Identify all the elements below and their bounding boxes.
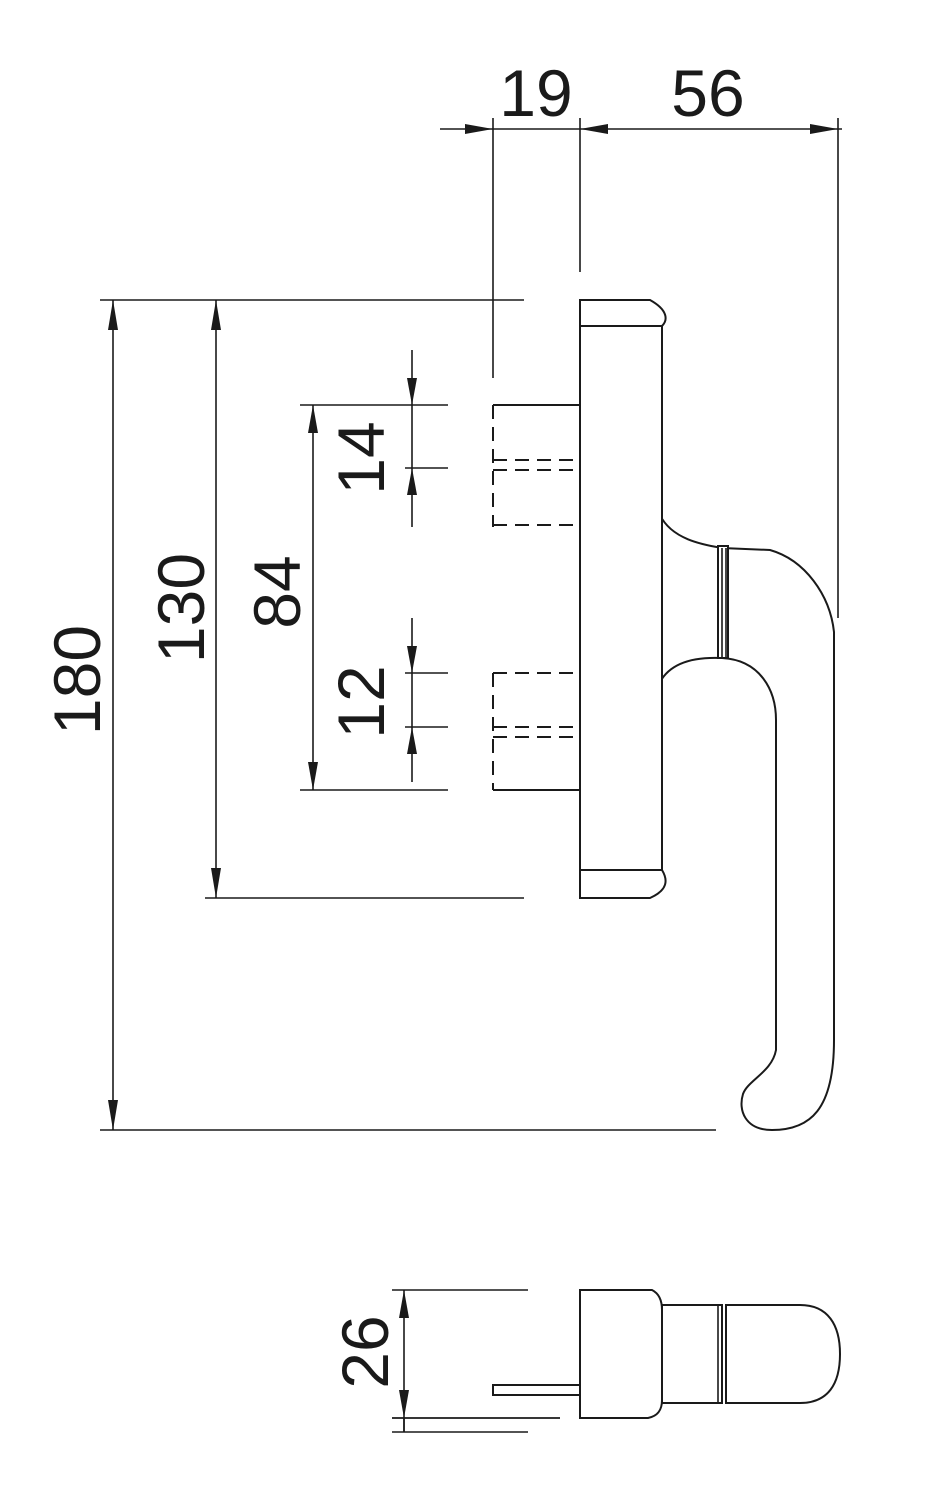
dim-width-base: 19 bbox=[499, 56, 572, 130]
dim-thickness: 26 bbox=[328, 1315, 402, 1388]
dim-projection: 56 bbox=[671, 56, 744, 130]
bottom-grip bbox=[725, 1304, 842, 1404]
bottom-pin bbox=[492, 1384, 581, 1396]
base-plate bbox=[579, 299, 667, 899]
bottom-view: 26 bbox=[328, 1289, 842, 1433]
dimension-14: 14 bbox=[324, 350, 417, 527]
bottom-base bbox=[579, 1289, 663, 1419]
dim-total-height: 180 bbox=[40, 625, 114, 735]
dimension-84: 84 bbox=[240, 405, 318, 790]
dimension-180: 180 bbox=[40, 300, 118, 1130]
front-view: 19 56 180 130 84 bbox=[40, 56, 842, 1132]
dim-lower-pin: 12 bbox=[324, 665, 398, 738]
hidden-pins bbox=[492, 404, 580, 791]
dimension-26: 26 bbox=[328, 1289, 560, 1419]
handle-lever bbox=[659, 514, 835, 1132]
dimension-130: 130 bbox=[144, 300, 221, 898]
handle-neck bbox=[717, 545, 729, 659]
dim-upper-pin: 14 bbox=[324, 421, 398, 494]
bottom-neck bbox=[661, 1304, 723, 1404]
dimension-12: 12 bbox=[324, 618, 417, 782]
dimension-top: 19 56 bbox=[440, 56, 842, 618]
dim-base-height: 130 bbox=[144, 553, 218, 663]
dim-spindle-spacing: 84 bbox=[240, 555, 314, 628]
